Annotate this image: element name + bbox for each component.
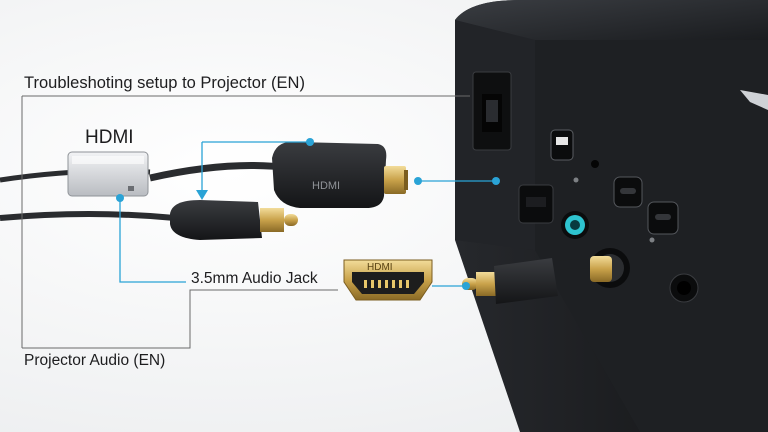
hdmi-plug-black: HDMI — [272, 141, 408, 208]
callout-arrow — [196, 190, 208, 200]
teal-audio-port — [561, 211, 589, 239]
callout-lines — [119, 141, 496, 287]
usb-c-ports — [613, 176, 679, 235]
hdmi-plug-black-text: HDMI — [312, 180, 340, 192]
projector-device — [455, 0, 768, 432]
audio-jack-plug-right — [462, 256, 612, 304]
ethernet-port — [472, 71, 512, 151]
projector-audio-label: Projector Audio (EN) — [24, 352, 166, 369]
diagram-title: Troubleshoting setup to Projector (EN) — [24, 74, 305, 92]
round-port-right — [669, 273, 699, 303]
hdmi-connector-gold: HDMI — [343, 259, 433, 301]
hdmi-label: HDMI — [85, 127, 134, 148]
hdmi-connector-gold-text: HDMI — [367, 262, 393, 273]
hdmi-port-left — [518, 184, 554, 224]
audio-jack-plug-left — [170, 200, 298, 240]
callout-dots — [116, 138, 500, 290]
hdmi-adapter-box — [67, 151, 149, 197]
usb-port-top — [550, 129, 574, 161]
leader-lines — [21, 95, 470, 349]
status-leds — [573, 160, 655, 243]
audio-jack-label: 3.5mm Audio Jack — [191, 270, 318, 287]
